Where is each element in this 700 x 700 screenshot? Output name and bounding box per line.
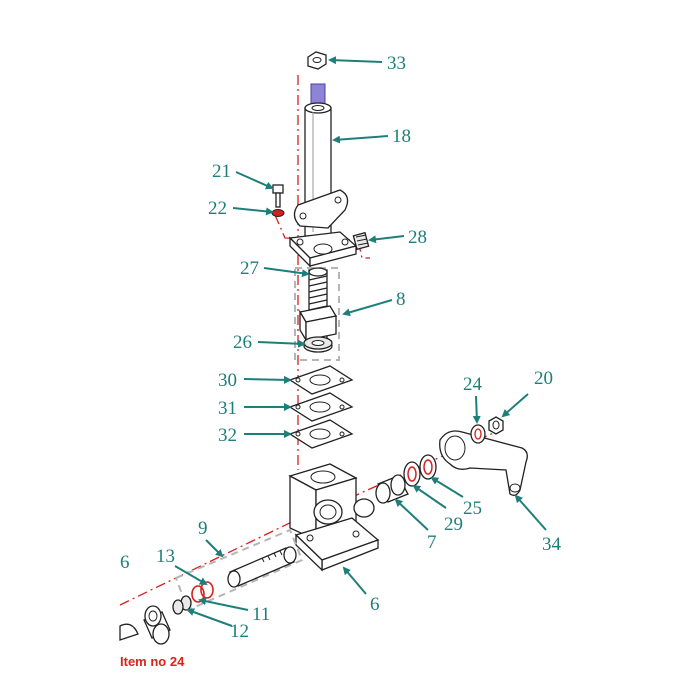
callout-21: 21 — [212, 161, 231, 182]
part-9-shaft — [227, 546, 297, 588]
part-left-edge-fragment — [119, 623, 139, 641]
horizontal-axis-left — [119, 517, 301, 606]
callout-24: 24 — [463, 374, 483, 395]
part-18-column — [293, 102, 349, 237]
callout-30: 30 — [218, 370, 237, 391]
callout-32: 32 — [218, 425, 237, 446]
part-12-ring-2 — [172, 599, 184, 615]
callout-11: 11 — [252, 604, 270, 625]
callout-29: 29 — [444, 514, 463, 535]
part-20-nut — [488, 416, 504, 435]
callout-26: 26 — [233, 332, 252, 353]
part-7-bushing — [375, 474, 409, 504]
callout-9: 9 — [198, 518, 208, 539]
callout-20: 20 — [534, 368, 553, 389]
part-left-bushing — [143, 605, 171, 645]
callout-33: 33 — [387, 53, 406, 74]
callout-8: 8 — [396, 289, 406, 310]
part-11-ring — [191, 585, 205, 603]
callout-28: 28 — [408, 227, 427, 248]
part-25-seal-ring — [419, 454, 437, 480]
callout-18: 18 — [392, 126, 411, 147]
callout-6-right: 6 — [370, 594, 380, 615]
part-30-gasket — [288, 365, 354, 395]
part-21-bolt — [272, 184, 284, 208]
part-8-nut-block — [298, 305, 338, 343]
part-33-nut — [307, 51, 327, 70]
callout-6-left: 6 — [120, 552, 130, 573]
part-18-thread-tip — [310, 83, 326, 105]
part-22-washer — [271, 209, 285, 217]
leader-lines — [174, 56, 547, 627]
part-29-seal-ring — [403, 461, 421, 487]
callout-7: 7 — [427, 532, 437, 553]
item-caption: Item no 24 — [120, 654, 185, 669]
callout-12: 12 — [230, 621, 249, 642]
part-28-set-screw — [352, 231, 370, 251]
callout-25: 25 — [463, 498, 482, 519]
part-top-plate — [288, 231, 358, 268]
part-32-gasket — [288, 419, 354, 449]
part-31-gasket — [288, 392, 354, 422]
parts-drawing — [119, 51, 528, 645]
callout-34: 34 — [542, 534, 562, 555]
callout-22: 22 — [208, 198, 227, 219]
callout-labels: 33 18 21 22 28 27 8 26 30 31 32 24 20 25… — [120, 53, 562, 642]
callout-27: 27 — [240, 258, 259, 279]
callout-31: 31 — [218, 398, 237, 419]
part-26-collar — [303, 336, 333, 353]
callout-13: 13 — [156, 546, 175, 567]
part-6-housing — [288, 463, 380, 572]
part-8-group-outline — [294, 267, 340, 361]
